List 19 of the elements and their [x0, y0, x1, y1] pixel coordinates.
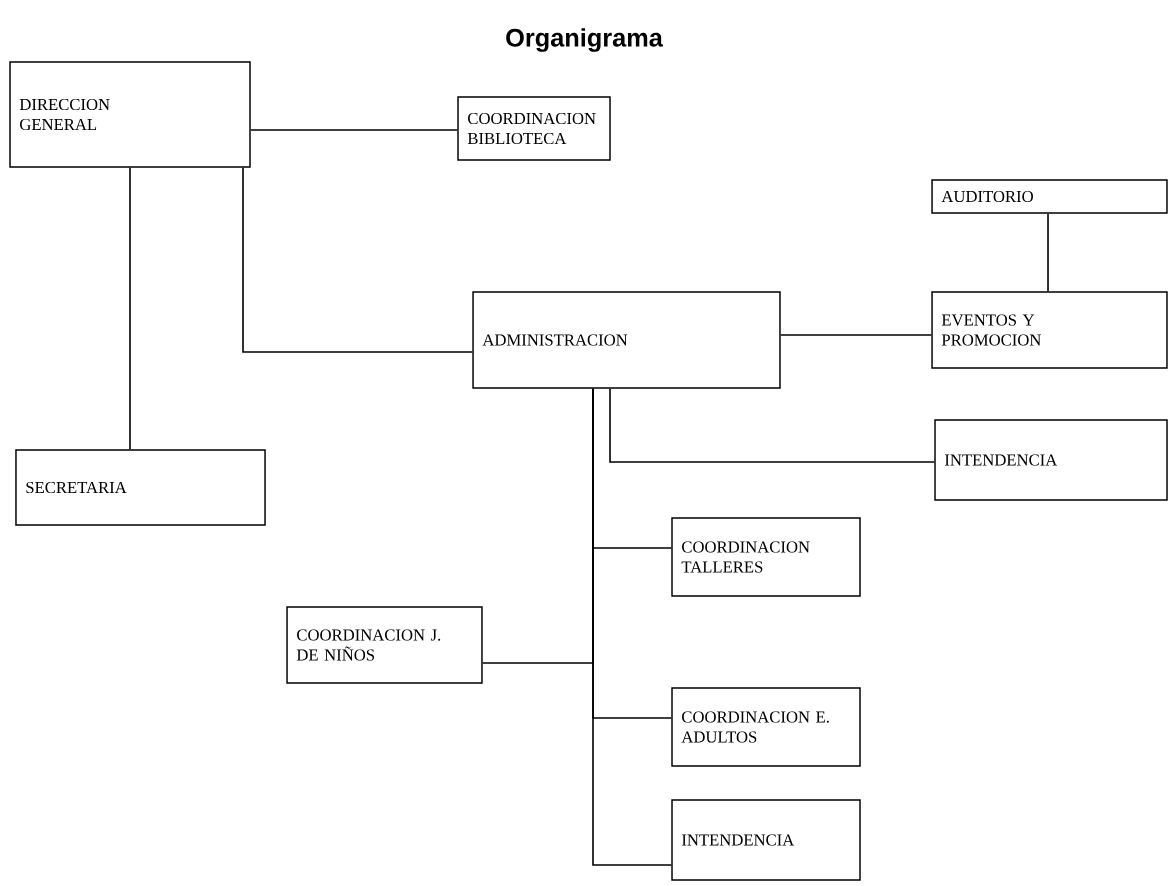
org-box: COORDINACION TALLERES [671, 517, 861, 597]
org-box: COORDINACION E. ADULTOS [671, 687, 861, 767]
org-box: COORDINACION J. DE NIÑOS [286, 606, 483, 684]
title: Organigrama [506, 28, 663, 52]
connector-line [592, 387, 673, 866]
org-box: EVENTOS Y PROMOCION [931, 291, 1168, 369]
org-box: AUDITORIO [931, 179, 1168, 214]
org-box: COORDINACION BIBLIOTECA [457, 96, 611, 161]
connector-line [609, 387, 936, 463]
connector-line [242, 166, 474, 353]
connector-line [249, 129, 459, 131]
connector-line [129, 166, 131, 451]
connector-line [1047, 212, 1049, 293]
org-box: INTENDENCIA [671, 799, 861, 881]
org-box: DIRECCION GENERAL [9, 61, 251, 168]
org-box: ADMINISTRACION [472, 291, 781, 389]
org-box: SECRETARIA [15, 449, 266, 526]
connector-line [779, 334, 933, 336]
org-box: INTENDENCIA [934, 419, 1168, 501]
